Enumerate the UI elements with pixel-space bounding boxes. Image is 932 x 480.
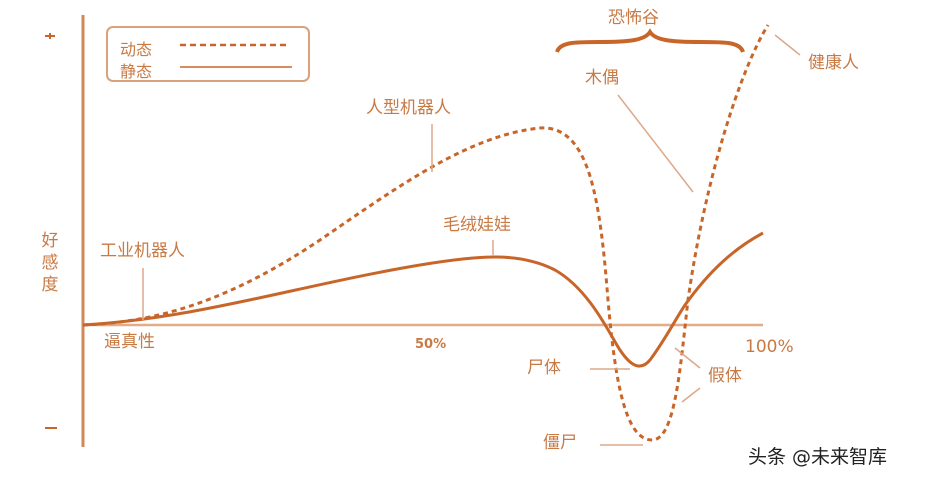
leader-prosthetic-lower	[681, 387, 701, 403]
leader-prosthetic-upper	[674, 347, 701, 369]
series-dynamic-line	[82, 24, 770, 442]
label-puppet: 木偶	[585, 68, 619, 88]
label-stuffed-animal: 毛绒娃娃	[443, 215, 511, 235]
x-tick-100: 100%	[745, 337, 794, 357]
label-prosthetic: 假体	[708, 366, 742, 386]
x-tick-50: 50%	[415, 337, 447, 352]
label-zombie: 僵尸	[543, 433, 577, 453]
watermark: 头条 @未来智库	[748, 446, 888, 468]
legend-static-label: 静态	[120, 62, 153, 81]
y-label-char: 感	[41, 253, 59, 273]
y-label-char: 好	[41, 231, 59, 251]
leader-healthy-person	[774, 34, 801, 56]
leader-puppet	[617, 94, 694, 193]
label-industrial-robot: 工业机器人	[100, 241, 185, 261]
label-humanoid-robot: 人型机器人	[366, 98, 451, 118]
y-axis-label: 好 感 度	[40, 230, 60, 296]
label-healthy-person: 健康人	[808, 53, 859, 73]
label-uncanny-valley: 恐怖谷	[608, 8, 659, 28]
x-axis-label: 逼真性	[104, 332, 155, 352]
series-static-line	[82, 231, 764, 368]
label-corpse: 尸体	[527, 358, 561, 378]
legend: 动态 静态	[106, 26, 310, 82]
legend-dynamic-label: 动态	[120, 40, 153, 59]
y-label-char: 度	[41, 275, 59, 295]
uncanny-valley-brace	[555, 28, 745, 53]
